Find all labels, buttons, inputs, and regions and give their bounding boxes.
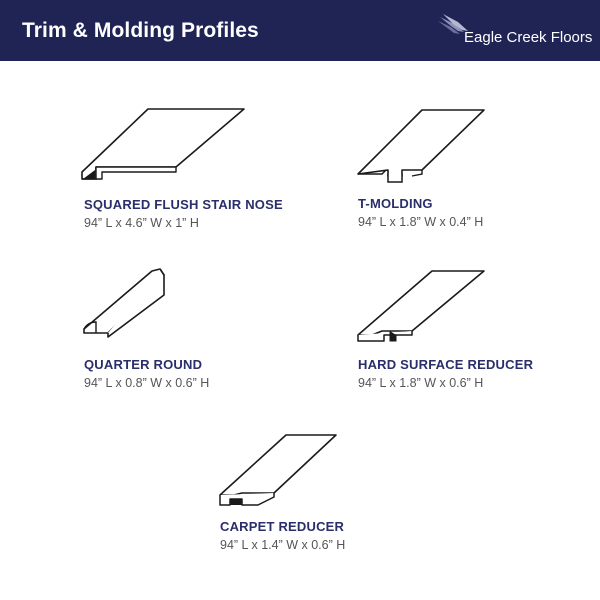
profile-name: HARD SURFACE REDUCER (358, 357, 534, 372)
squared-flush-stair-nose-profile-icon (81, 108, 245, 180)
quarter-round-profile-icon (83, 268, 165, 338)
profile-card-squared-flush-stair-nose: SQUARED FLUSH STAIR NOSE 94” L x 4.6” W … (78, 105, 283, 230)
brand-name: Eagle Creek Floors (464, 29, 593, 46)
profile-name: SQUARED FLUSH STAIR NOSE (84, 197, 283, 212)
profile-dimensions: 94” L x 1.8” W x 0.6” H (358, 376, 484, 390)
brand: Eagle Creek Floors (438, 14, 592, 50)
profile-name: CARPET REDUCER (220, 519, 345, 534)
t-molding-profile-icon (357, 109, 485, 183)
carpet-reducer-profile-icon (219, 434, 337, 506)
eagle-logo-icon (438, 14, 468, 34)
profile-dimensions: 94” L x 0.8” W x 0.6” H (84, 376, 210, 390)
profile-card-hard-surface-reducer: HARD SURFACE REDUCER 94” L x 1.8” W x 0.… (352, 267, 533, 390)
profile-dimensions: 94” L x 1.4” W x 0.6” H (220, 538, 346, 552)
page-title: Trim & Molding Profiles (22, 19, 259, 42)
header-banner: Trim & Molding Profiles Eagle Creek Floo… (0, 0, 600, 61)
profile-card-t-molding: T-MOLDING 94” L x 1.8” W x 0.4” H (352, 104, 492, 229)
profile-card-quarter-round: QUARTER ROUND 94” L x 0.8” W x 0.6” H (78, 267, 209, 390)
profile-name: QUARTER ROUND (84, 357, 203, 372)
hard-surface-reducer-profile-icon (357, 270, 485, 342)
profile-dimensions: 94” L x 4.6” W x 1” H (84, 216, 199, 230)
profile-name: T-MOLDING (358, 196, 433, 211)
profile-dimensions: 94” L x 1.8” W x 0.4” H (358, 215, 484, 229)
profile-card-carpet-reducer: CARPET REDUCER 94” L x 1.4” W x 0.6” H (214, 429, 345, 552)
